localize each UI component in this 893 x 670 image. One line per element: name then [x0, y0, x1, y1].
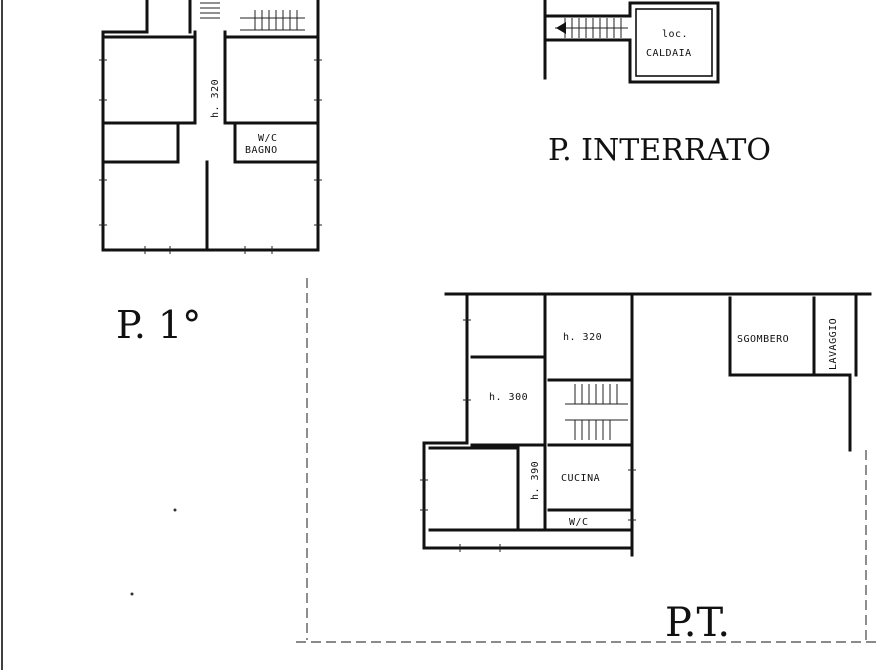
first-floor-stair — [200, 2, 305, 31]
lavaggio-label: LAVAGGIO — [828, 318, 839, 370]
basement-plan: loc. CALDAIA — [543, 0, 720, 84]
first-floor-title: P. 1° — [116, 303, 201, 347]
basement-stair — [555, 18, 628, 38]
wc-ground-label: W/C — [569, 517, 589, 528]
wc-label: W/C — [258, 133, 278, 144]
boiler-room-inner — [635, 8, 713, 77]
first-floor-windows — [99, 59, 322, 254]
ground-floor-outer-wall — [422, 292, 634, 550]
first-floor-plan: h. 320 W/C BAGNO — [99, 0, 322, 254]
h390-label: h. 390 — [530, 461, 541, 500]
h320-label: h. 320 — [563, 332, 602, 343]
boiler-room-wall — [628, 1, 720, 84]
stair-arrow-icon — [556, 22, 566, 34]
ground-floor-title: P.T. — [665, 600, 730, 646]
h300-label: h. 300 — [489, 392, 528, 403]
ground-floor-windows — [420, 319, 636, 552]
stray-mark — [173, 508, 177, 512]
laundry-room-wall — [812, 373, 852, 452]
loc-label: loc. — [662, 29, 688, 40]
cucina-label: CUCINA — [561, 473, 600, 484]
bagno-label: BAGNO — [245, 145, 278, 156]
sgombero-label: SGOMBERO — [737, 334, 789, 345]
storage-room-wall — [728, 296, 816, 377]
caldaia-label: CALDAIA — [646, 48, 692, 59]
first-floor-outer-wall — [101, 0, 320, 252]
ground-floor-stair — [565, 384, 628, 440]
ground-floor-plan: h. 320 h. 300 h. 390 CUCINA W/C SGOMBERO… — [296, 278, 880, 643]
stray-mark — [130, 592, 134, 596]
basement-title: P. INTERRATO — [548, 133, 771, 168]
h320-vertical-label: h. 320 — [210, 79, 221, 118]
